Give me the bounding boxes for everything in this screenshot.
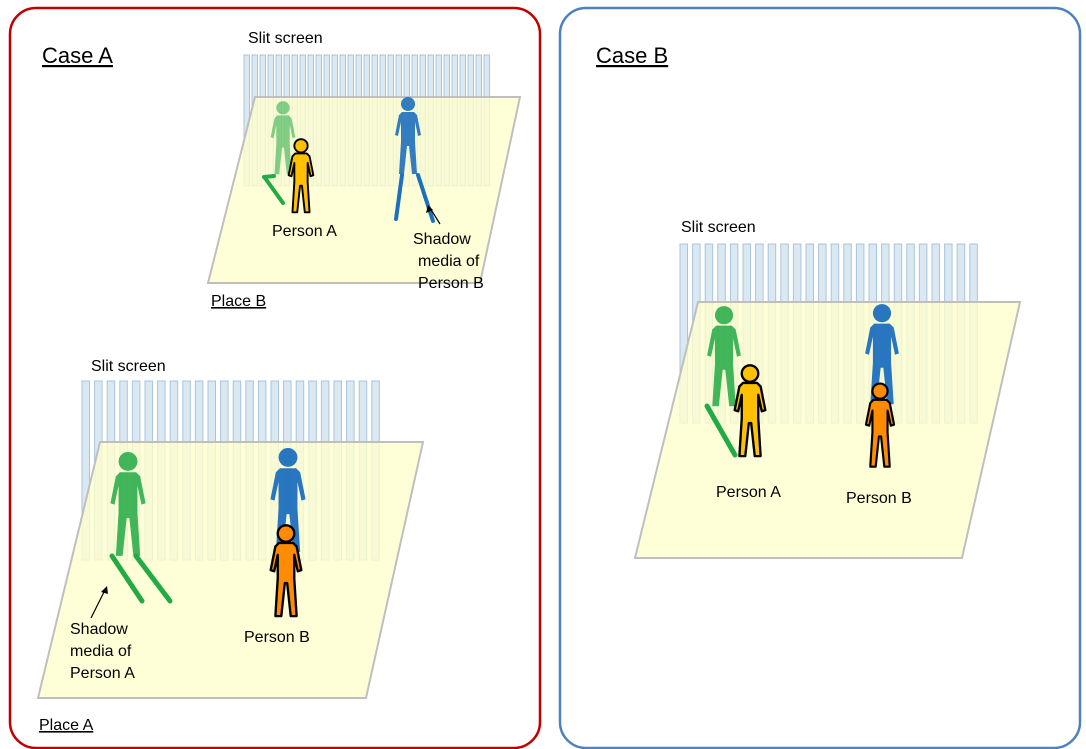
place-b-scene: Slit screen Person A [206, 30, 522, 310]
case-b-green-shadow-cast [704, 403, 738, 458]
case-b-person-a-label: Person A [716, 484, 781, 501]
place-a-shadow-line-2: media of [70, 643, 132, 660]
place-a-slit-screen-label: Slit screen [91, 358, 166, 375]
case-a-panel: Case A Slit screen [8, 6, 542, 749]
place-b-shadow-line-3: Person B [418, 275, 484, 292]
place-b-green-shadow-cast [262, 174, 285, 205]
place-a-scene: Slit screen Person B [36, 358, 425, 734]
case-b-title: Case B [596, 43, 668, 68]
place-b-slit-screen-label: Slit screen [248, 30, 323, 47]
case-b-panel: Case B Slit screen Person A Person B [558, 6, 1082, 749]
case-a-title: Case A [42, 43, 113, 68]
place-a-shadow-line-1: Shadow [70, 621, 128, 638]
place-b-name: Place B [211, 293, 266, 310]
place-a-shadow-label: Shadow media of Person A [70, 621, 136, 682]
place-a-green-shadow-cast [109, 553, 173, 604]
place-a-shadow-line-3: Person A [70, 665, 135, 682]
place-a-shadow-arrow [90, 586, 108, 619]
place-a-name: Place A [39, 717, 94, 734]
place-b-shadow-line-2: media of [418, 253, 480, 270]
place-b-shadow-line-1: Shadow [413, 231, 471, 248]
place-b-blue-shadow-cast [394, 173, 435, 223]
place-b-shadow-arrow [426, 205, 441, 225]
case-b-floor [633, 301, 1022, 559]
place-b-shadow-label: Shadow media of Person B [413, 231, 484, 292]
case-b-slit-screen-label: Slit screen [681, 219, 756, 236]
place-a-person-label: Person B [244, 629, 310, 646]
place-b-person-label: Person A [272, 223, 337, 240]
case-b-person-b-label: Person B [846, 490, 912, 507]
